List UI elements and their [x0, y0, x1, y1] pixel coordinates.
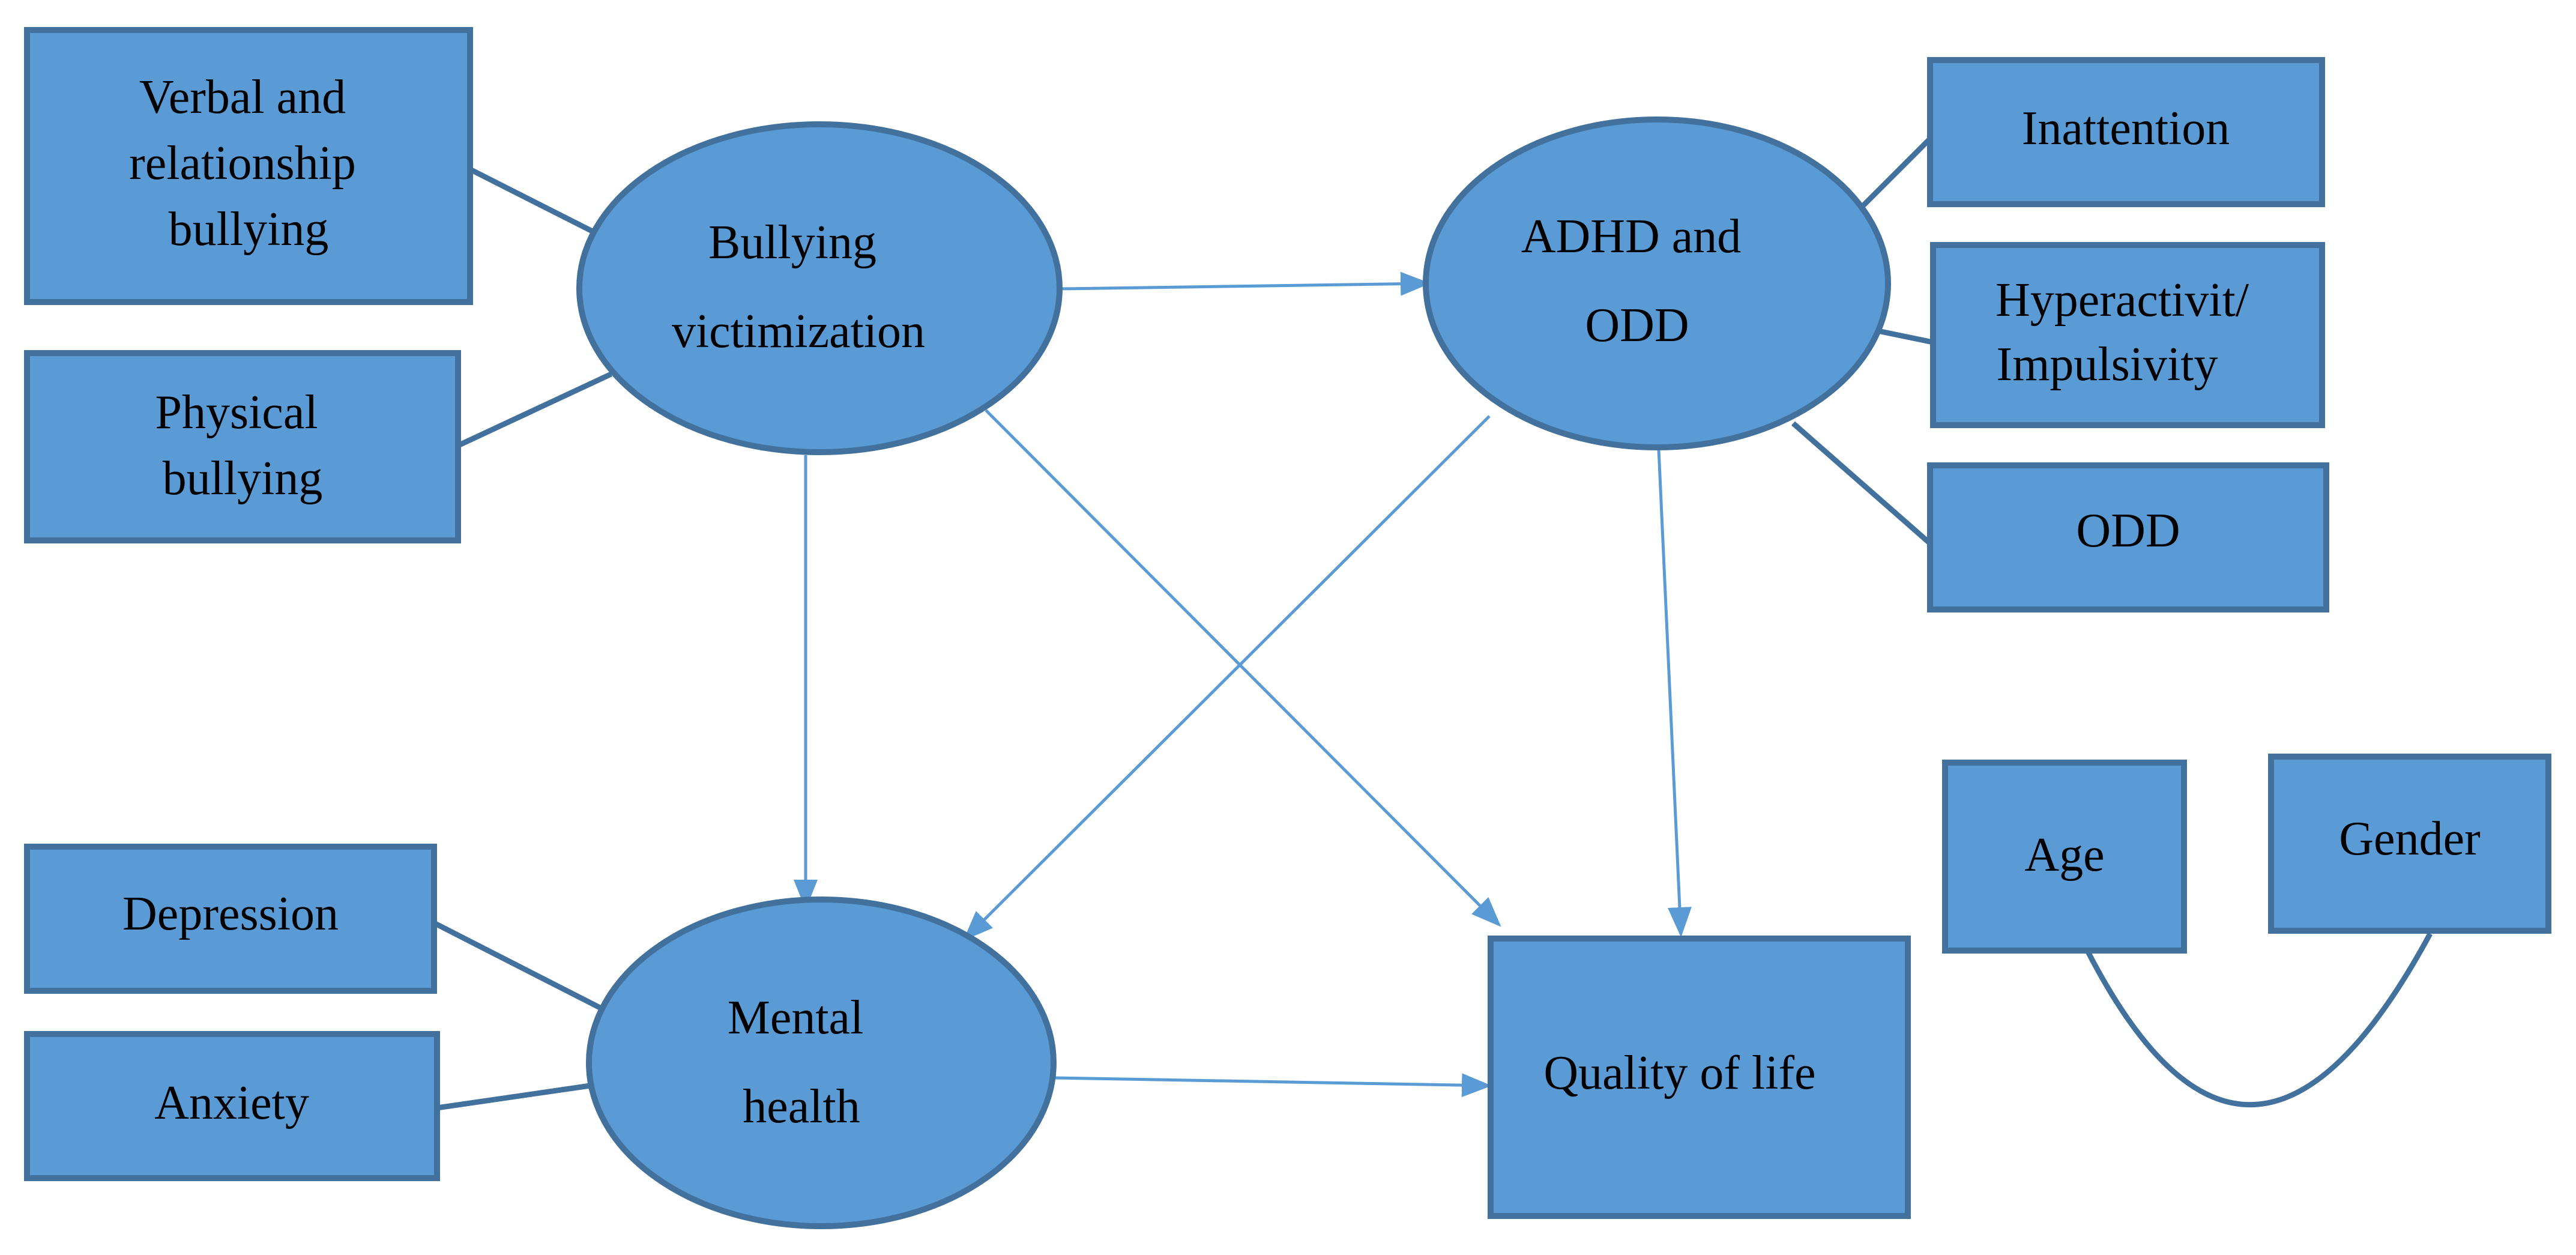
svg-text:Age: Age [2024, 829, 2104, 882]
arrow-adhd-to-quality [1657, 449, 1692, 937]
bullying-label-line-1: Bullying [708, 216, 876, 269]
svg-text:Quality of life: Quality of life [1543, 1047, 1815, 1099]
rect-odd [1927, 462, 2329, 612]
box-odd: ODD [1927, 462, 2329, 612]
box-depression: Depression [24, 844, 437, 994]
svg-text:Verbal and relationship: Verbal and relationship bullying [129, 71, 368, 256]
svg-text:Bullying victimization: Bullying victimization [672, 216, 925, 358]
box-hyperactivity-impulsivity: Hyperactivit/ Impulsivity [1930, 242, 2325, 428]
line-anxiety-to-mental [436, 1083, 591, 1111]
svg-text:ADHD and ODD: ADHD and ODD [1521, 210, 1754, 352]
box-verbal-relationship-bullying: Verbal and relationship bullying [24, 27, 473, 305]
physical-label-line-2: bullying [163, 452, 323, 505]
rect-verbal [24, 27, 473, 305]
node-mental-health: Mental health [586, 897, 1057, 1229]
bullying-label-line-2: victimization [672, 305, 925, 358]
svg-text:Physical bullying: Physical bullying [155, 386, 330, 505]
adhd-label-line-1: ADHD and [1521, 210, 1742, 263]
gender-label: Gender [2339, 812, 2480, 865]
verbal-label-line-1: Verbal and [139, 71, 346, 124]
verbal-label-line-3: bullying [169, 203, 329, 256]
arrow-bullying-to-quality [985, 409, 1501, 927]
arrow-mental-to-quality [1055, 1073, 1492, 1098]
age-gender-correlation-curve [2084, 932, 2433, 1107]
line-odd-to-adhd [1791, 421, 1932, 546]
rect-quality [1488, 936, 1911, 1219]
svg-text:ODD: ODD [2076, 504, 2180, 557]
svg-text:Hyperactivit/ Impulsivit: Hyperactivit/ Impulsivity [1995, 274, 2261, 391]
depression-label: Depression [122, 888, 339, 940]
adhd-label-line-2: ODD [1585, 299, 1689, 352]
rect-inattention [1927, 57, 2325, 207]
line-hyperactivity-to-adhd [1877, 328, 1934, 345]
box-anxiety: Anxiety [24, 1031, 440, 1181]
box-age: Age [1942, 760, 2187, 954]
mental-label-line-2: health [743, 1080, 860, 1133]
line-verbal-to-bullying [468, 166, 615, 245]
line-inattention-to-adhd [1860, 136, 1932, 208]
hyperactivity-label-line-1: Hyperactivit/ [1995, 274, 2249, 327]
ellipse-bullying [576, 121, 1063, 455]
box-inattention: Inattention [1927, 57, 2325, 207]
line-depression-to-mental [432, 920, 604, 1012]
indicator-lines [432, 136, 1934, 1111]
verbal-label-line-2: relationship [129, 137, 356, 190]
anxiety-label: Anxiety [154, 1077, 309, 1130]
ellipse-adhd [1423, 116, 1891, 450]
box-gender: Gender [2268, 754, 2551, 934]
svg-text:Mental health: Mental health [728, 991, 876, 1133]
rect-depression [24, 844, 437, 994]
odd-label: ODD [2076, 504, 2180, 557]
node-adhd-odd: ADHD and ODD [1423, 116, 1891, 450]
ellipse-mental [586, 897, 1057, 1229]
physical-label-line-1: Physical [155, 386, 318, 439]
svg-text:Anxiety: Anxiety [154, 1077, 309, 1130]
svg-text:Inattention: Inattention [2022, 102, 2230, 155]
line-physical-to-bullying [457, 371, 612, 449]
rect-physical [24, 350, 461, 543]
rect-anxiety [24, 1031, 440, 1181]
rect-gender [2268, 754, 2551, 934]
hyperactivity-label-line-2: Impulsivity [1997, 338, 2218, 391]
svg-text:Depression: Depression [122, 888, 339, 940]
rect-hyperactivity [1930, 242, 2325, 428]
age-label: Age [2024, 829, 2104, 882]
mental-label-line-1: Mental [728, 991, 864, 1044]
arrow-bullying-to-adhd [1060, 271, 1431, 296]
box-quality-of-life: Quality of life [1488, 936, 1911, 1219]
svg-text:Gender: Gender [2339, 812, 2480, 865]
inattention-label: Inattention [2022, 102, 2230, 155]
arrow-adhd-to-mental [963, 415, 1491, 941]
quality-label: Quality of life [1543, 1047, 1815, 1099]
structural-paths [794, 271, 1692, 1098]
node-bullying-victimization: Bullying victimization [576, 121, 1063, 455]
rect-age [1942, 760, 2187, 954]
box-physical-bullying: Physical bullying [24, 350, 461, 543]
